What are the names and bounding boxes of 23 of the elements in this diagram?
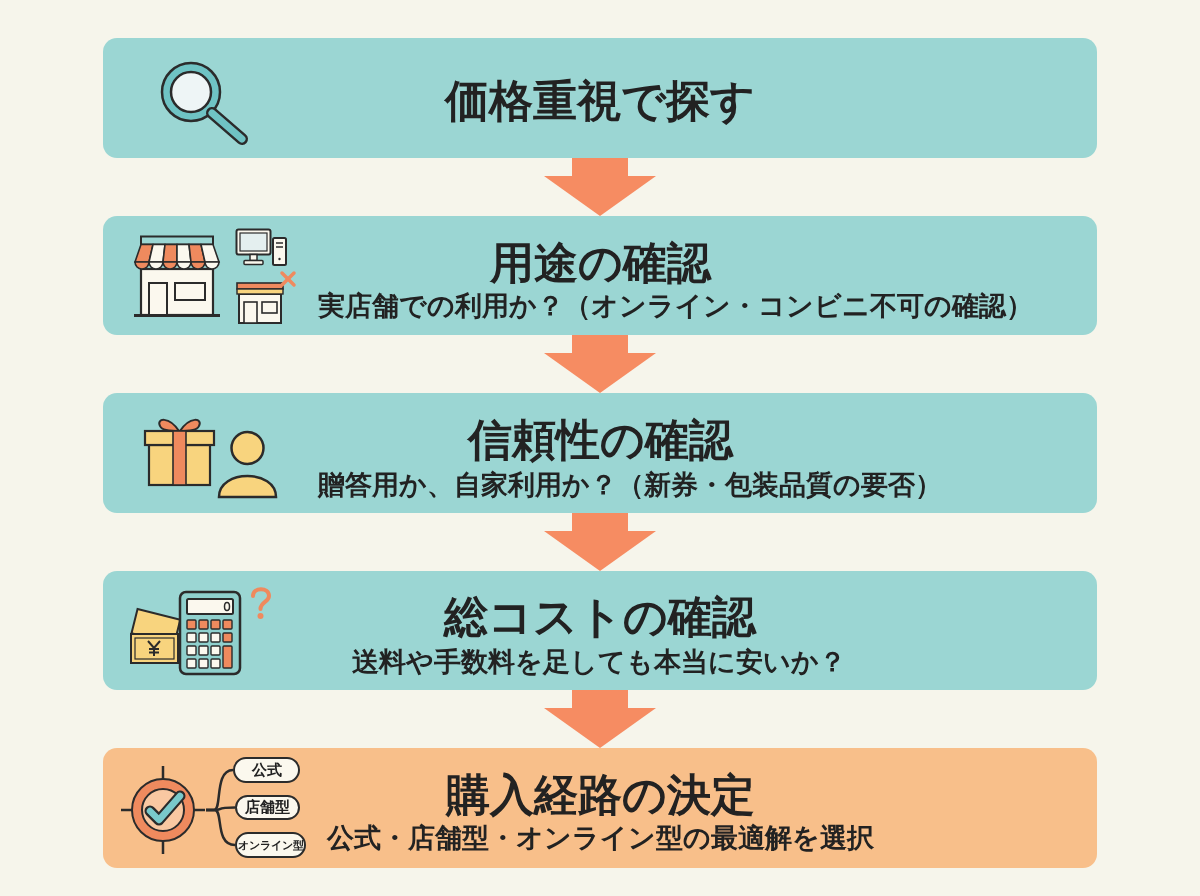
step-description: 送料や手数料を足しても本当に安いか？	[352, 645, 846, 679]
step-box	[103, 748, 1097, 868]
option-tag: 店舗型	[235, 795, 300, 820]
step-title: 総コストの確認	[444, 590, 756, 644]
step-title: 用途の確認	[489, 236, 711, 290]
step-box	[103, 571, 1097, 690]
step-box	[103, 393, 1097, 513]
step-box	[103, 38, 1097, 158]
step-box	[103, 216, 1097, 335]
branch-line	[206, 808, 236, 847]
target-icon	[120, 765, 206, 855]
option-tag: 公式	[233, 757, 300, 783]
step-title: 価格重視で探す	[445, 74, 755, 128]
flow-arrow	[544, 335, 656, 393]
step-title: 信頼性の確認	[467, 413, 733, 467]
flow-arrow	[544, 513, 656, 571]
step-description: 公式・店舗型・オンライン型の最適解を選択	[327, 821, 874, 855]
step-title: 購入経路の決定	[445, 768, 755, 822]
option-tag: オンライン型	[235, 832, 306, 858]
flow-arrow	[544, 158, 656, 216]
step-description: 実店舗での利用か？（オンライン・コンビニ不可の確認）	[318, 289, 1033, 323]
step-description: 贈答用か、自家利用か？（新券・包装品質の要否）	[318, 468, 942, 502]
flow-arrow	[544, 690, 656, 748]
